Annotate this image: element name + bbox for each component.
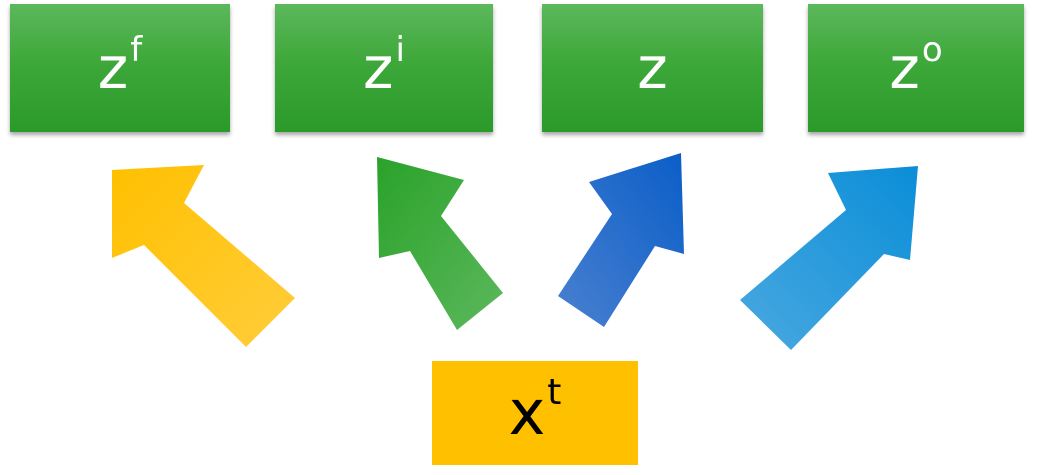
- arrow-to-zi: [377, 157, 503, 330]
- gate-z-box: z: [542, 4, 763, 132]
- gate-zi-sup: i: [395, 30, 405, 70]
- arrow-to-z: [558, 153, 684, 327]
- arrow-to-zo: [740, 166, 918, 350]
- gate-zf-base: z: [97, 34, 129, 102]
- gate-zi-base: z: [363, 34, 394, 102]
- gate-z-base: z: [637, 34, 668, 102]
- input-xt-base: x: [508, 376, 546, 449]
- gate-zo-base: z: [889, 34, 920, 102]
- input-xt-sup: t: [547, 372, 562, 413]
- gate-zo-sup: o: [921, 30, 943, 70]
- arrow-to-zf: [112, 165, 295, 347]
- gate-zf-sup: f: [130, 30, 143, 70]
